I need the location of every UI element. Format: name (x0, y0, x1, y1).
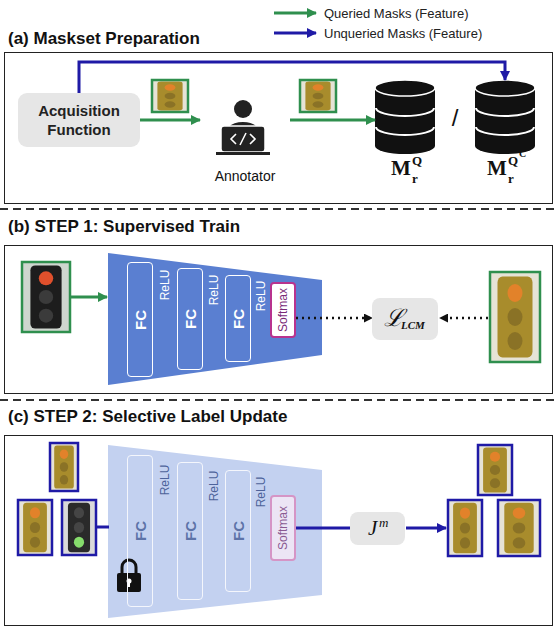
annotator-icon (216, 100, 270, 155)
math-box: Jm (350, 512, 405, 545)
math-symbol: J (368, 518, 377, 539)
mask-image (478, 445, 512, 495)
legend-arrow (272, 27, 318, 39)
activation-label: ReLU (208, 275, 220, 306)
legend-label: Unqueried Masks (Feature) (324, 26, 482, 41)
activation-label: ReLU (159, 465, 171, 496)
activation-label: ReLU (208, 471, 220, 502)
panel: (b) STEP 1: Supervised TrainFC FC FC Softma… (4, 216, 553, 394)
separator-slash: / (452, 106, 459, 130)
function-box: Acquisition Function (18, 93, 140, 147)
frozen-softmax-layer: Softmax (270, 495, 296, 561)
box-label: Acquisition Function (24, 101, 134, 139)
legend-label: Queried Masks (Feature) (324, 6, 469, 21)
maskset-database: MrQ (375, 80, 435, 192)
panel: (a) Maskset PreparationAcquisition Funct… (4, 28, 553, 204)
network-trapezoid (108, 253, 322, 385)
mask-image (152, 80, 188, 112)
database-icon (475, 80, 535, 154)
activation-label: ReLU (255, 477, 267, 508)
panel-separator (0, 399, 559, 401)
layer-label: Softmax (277, 506, 289, 550)
mask-image (22, 262, 70, 332)
math-script: r (412, 172, 418, 185)
fc-layer: FC (127, 262, 153, 377)
annotator: Annotator (200, 96, 290, 188)
layer-label: Softmax (277, 288, 289, 332)
fc-layer: FC (177, 268, 203, 370)
connector (296, 317, 372, 320)
flow-arrow (406, 527, 446, 530)
connector (296, 527, 350, 530)
annotator-label: Annotator (200, 168, 290, 185)
loss-arrow (440, 317, 488, 320)
mask-image (490, 272, 540, 362)
legend-row: Queried Masks (Feature) (272, 3, 482, 23)
math-symbol: M (487, 158, 507, 179)
layer-label: FC (231, 521, 246, 541)
flow-line (97, 526, 109, 529)
mask-image (50, 443, 78, 491)
mask-image (300, 80, 336, 112)
connector (140, 119, 200, 122)
connector (79, 62, 505, 93)
math-script: Q (508, 154, 518, 167)
fc-layer: FC (225, 275, 251, 362)
math-box: ℒLCM (372, 298, 438, 340)
legend: Queried Masks (Feature) Unqueried Masks (… (272, 3, 482, 43)
lock-icon (117, 560, 141, 592)
softmax-layer: Softmax (270, 282, 296, 338)
frozen-network-trapezoid (108, 445, 322, 618)
layer-label: FC (133, 521, 148, 541)
math-script: LCM (401, 320, 425, 331)
frozen-fc-layer: FC (127, 455, 153, 607)
activation-label: ReLU (159, 270, 171, 301)
mask-image (18, 500, 52, 555)
panel-heading: (c) STEP 2: Selective Label Update (8, 406, 287, 428)
math-script: C (519, 149, 526, 159)
panel-separator (0, 208, 559, 210)
frozen-fc-layer: FC (225, 470, 251, 592)
layer-label: FC (133, 310, 148, 330)
connector (290, 119, 375, 122)
panel-heading: (b) STEP 1: Supervised Train (8, 216, 240, 238)
legend-arrow-line (274, 12, 316, 15)
activation-label: ReLU (255, 281, 267, 312)
math-script: m (379, 516, 388, 529)
math-symbol: M (391, 158, 411, 179)
panel: (c) STEP 2: Selective Label UpdateFC FC FC… (4, 406, 553, 626)
math-script: Q (412, 154, 422, 167)
layer-label: FC (183, 309, 198, 329)
mask-image (498, 500, 540, 556)
database-icon (375, 80, 435, 154)
math-script: r (508, 172, 514, 185)
legend-arrow (272, 7, 318, 19)
legend-row: Unqueried Masks (Feature) (272, 23, 482, 43)
frozen-fc-layer: FC (177, 462, 203, 600)
mask-image (62, 500, 96, 555)
maskset-database: MrQC (475, 80, 535, 192)
panel-heading: (a) Maskset Preparation (8, 28, 200, 50)
flow-arrow (71, 296, 107, 299)
legend-arrow-line (274, 32, 316, 35)
layer-label: FC (183, 521, 198, 541)
mask-image (448, 500, 482, 556)
layer-label: FC (231, 309, 246, 329)
